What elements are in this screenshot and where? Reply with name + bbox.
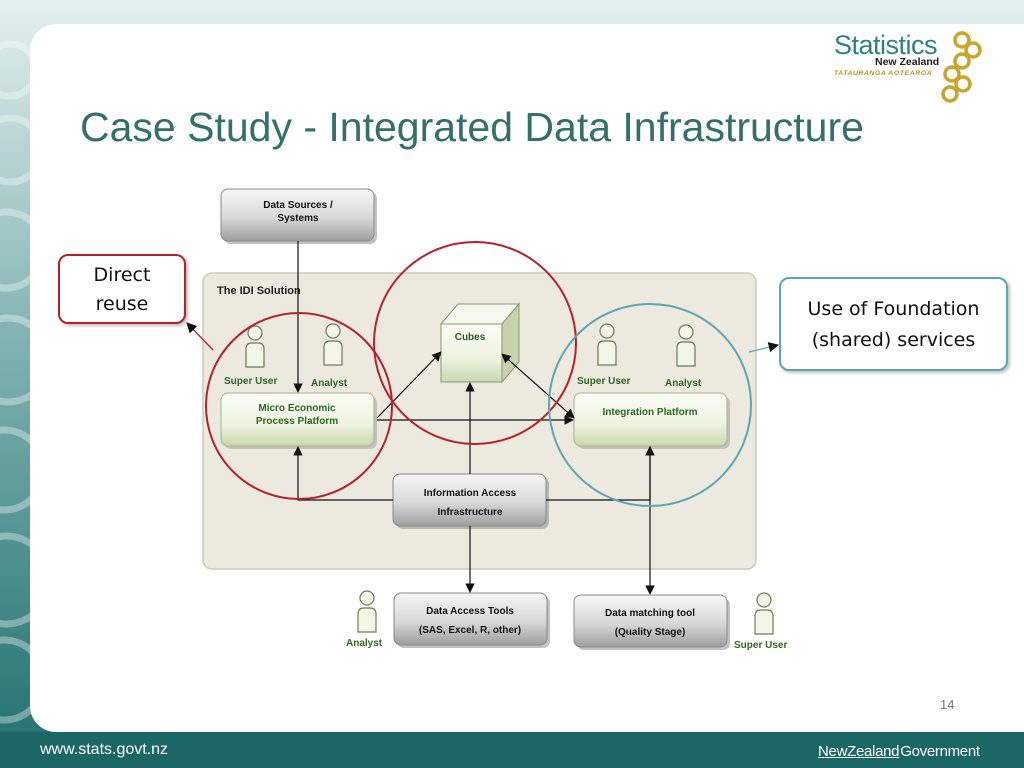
information-access-line2: Infrastructure: [437, 507, 502, 518]
teal-ring-right: [548, 303, 752, 507]
foundation-line2: (shared) services: [811, 329, 976, 351]
logo-rings-icon: [941, 31, 982, 103]
cubes-box: Cubes: [439, 302, 521, 384]
direct-reuse-line1: Direct: [93, 264, 151, 286]
left-analyst-icon: [323, 323, 343, 366]
data-matching-tool-box: Data matching tool (Quality Stage): [573, 594, 730, 650]
right-super-user-icon: [597, 323, 617, 366]
government-wordmark: Government: [900, 743, 980, 760]
pointer-direct-reuse: [186, 322, 214, 351]
logo-main-text: Statistics: [834, 30, 938, 60]
left-super-user-label: Super User: [224, 376, 277, 387]
right-super-user-label: Super User: [577, 376, 630, 387]
data-sources-line1: Data Sources /: [263, 200, 333, 211]
bottom-analyst-label: Analyst: [346, 638, 383, 649]
stats-nz-logo: Statistics New Zealand TATAURANGA AOTEAR…: [832, 30, 992, 110]
information-access-box: Information Access Infrastructure: [392, 473, 549, 529]
data-access-tools-line1: Data Access Tools: [426, 606, 514, 617]
data-access-tools-box: Data Access Tools (SAS, Excel, R, other): [393, 592, 550, 648]
idi-solution-label: The IDI Solution: [217, 285, 301, 297]
page-number: 14: [940, 697, 955, 712]
micro-economic-line1: Micro Economic: [258, 403, 336, 414]
integration-platform-label: Integration Platform: [602, 407, 697, 418]
right-analyst-label: Analyst: [665, 378, 702, 389]
pointer-foundation: [748, 342, 780, 353]
arrow-info-to-micro: [293, 446, 393, 501]
foundation-services-callout: Use of Foundation (shared) services: [779, 277, 1008, 371]
foundation-line1: Use of Foundation: [807, 298, 980, 320]
cubes-label: Cubes: [455, 332, 486, 343]
data-matching-line2: (Quality Stage): [615, 627, 686, 638]
red-ring-left: [205, 312, 393, 500]
logo-maori-text: TATAURANGA AOTEAROA: [834, 70, 933, 77]
red-ring-center: [373, 241, 577, 445]
bottom-super-user-label: Super User: [734, 640, 787, 651]
data-access-tools-line2: (SAS, Excel, R, other): [419, 625, 521, 636]
micro-economic-line2: Process Platform: [256, 416, 338, 427]
logo-sub-text: New Zealand: [875, 56, 940, 68]
nz-government-wordmark: NewZealandGovernment: [818, 743, 980, 760]
left-analyst-label: Analyst: [311, 378, 348, 389]
data-matching-line1: Data matching tool: [605, 608, 695, 619]
direct-reuse-callout: Direct reuse: [58, 254, 186, 324]
data-sources-line2: Systems: [277, 213, 319, 224]
data-sources-box: Data Sources / Systems: [220, 188, 377, 244]
bottom-analyst-icon: [357, 590, 377, 633]
footer-url: www.stats.govt.nz: [40, 741, 169, 758]
micro-economic-platform-box: Micro Economic Process Platform: [220, 392, 377, 449]
arrow-cubes-to-integration: [501, 353, 575, 419]
direct-reuse-line2: reuse: [95, 293, 149, 315]
arrow-micro-to-cubes: [376, 351, 442, 419]
slide-title: Case Study - Integrated Data Infrastruct…: [80, 104, 864, 150]
integration-platform-box: Integration Platform: [573, 392, 730, 449]
nz-wordmark: NewZealand: [818, 743, 900, 760]
left-super-user-icon: [245, 325, 265, 368]
information-access-line1: Information Access: [424, 488, 517, 499]
bottom-super-user-icon: [754, 592, 774, 635]
right-analyst-icon: [676, 324, 696, 367]
